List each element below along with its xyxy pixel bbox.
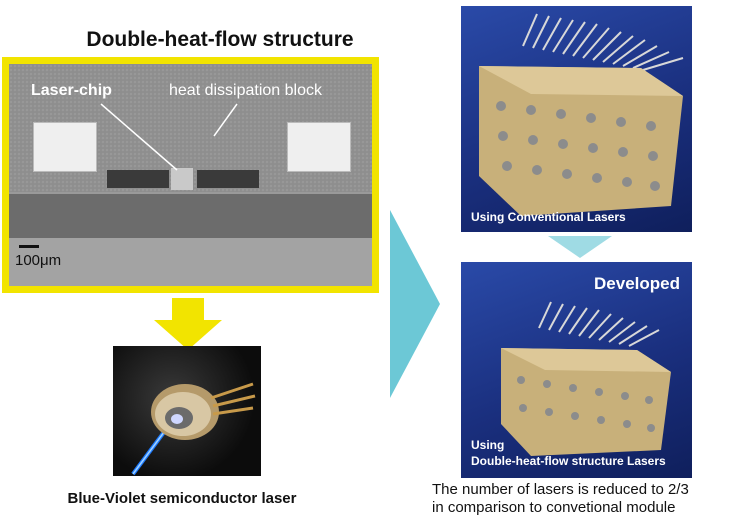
laser-diode-photo <box>113 346 261 476</box>
conventional-module-photo: Using Conventional Lasers <box>461 6 692 232</box>
reduction-caption-line2: in comparison to convetional module <box>432 499 676 516</box>
sem-micrograph: Laser-chip heat dissipation block 100μm <box>9 64 372 286</box>
developed-module-photo: Developed Using Double-heat-flow structu… <box>461 262 692 478</box>
laser-diode-icon <box>131 382 256 476</box>
laser-caption: Blue-Violet semiconductor laser <box>67 490 297 507</box>
scale-bar <box>19 245 39 248</box>
small-down-arrow-icon <box>548 236 612 258</box>
developed-badge: Developed <box>594 274 680 293</box>
scale-label: 100μm <box>15 252 62 269</box>
developed-label-line1: Using <box>471 438 505 452</box>
structure-title: Double-heat-flow structure <box>86 28 354 51</box>
conventional-label: Using Conventional Lasers <box>471 210 626 224</box>
pointer-lines <box>100 103 238 171</box>
label-laser-chip: Laser-chip <box>31 82 112 99</box>
down-arrow-icon <box>154 298 222 350</box>
label-heat-dissipation-block: heat dissipation block <box>169 82 322 99</box>
right-arrow-icon <box>390 210 440 398</box>
laser-module-icon <box>479 13 684 216</box>
sem-image-frame: Laser-chip heat dissipation block 100μm <box>2 57 379 293</box>
compact-laser-module-icon <box>501 301 671 456</box>
developed-label-line2: Double-heat-flow structure Lasers <box>471 454 666 468</box>
reduction-caption-line1: The number of lasers is reduced to 2/3 <box>432 481 689 498</box>
reduction-caption: The number of lasers is reduced to 2/3 i… <box>432 481 732 517</box>
